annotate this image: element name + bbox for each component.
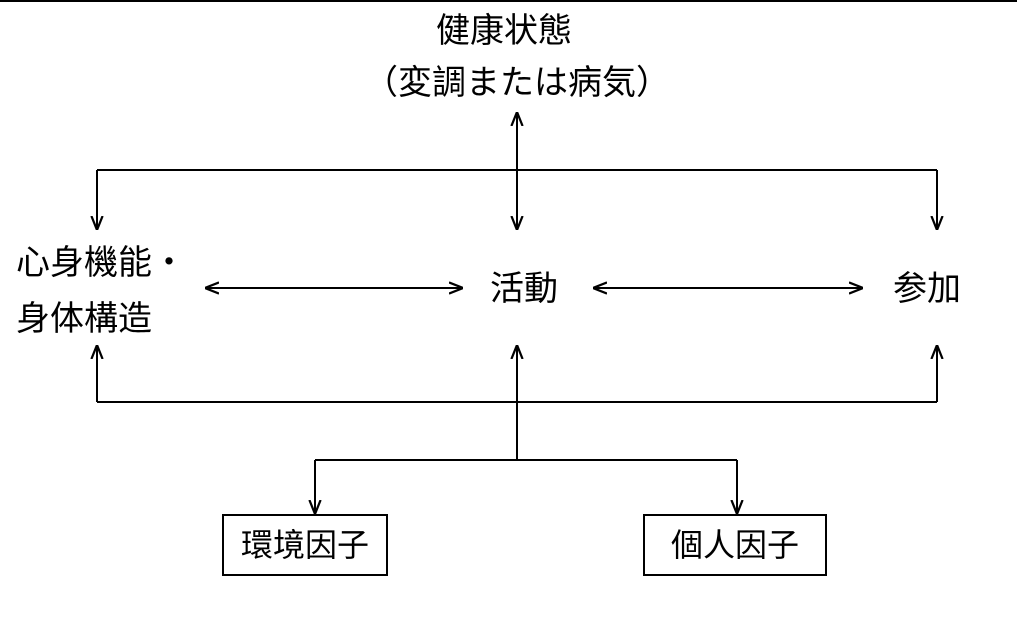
activity-label: 活動	[490, 269, 558, 309]
body-functions-label-line2: 身体構造	[16, 299, 152, 339]
environmental-factors-box: 環境因子	[222, 514, 388, 576]
health-condition-subtitle: （変調または病気）	[364, 63, 670, 103]
personal-factors-box: 個人因子	[643, 514, 827, 576]
environmental-factors-label: 環境因子	[240, 526, 369, 564]
health-condition-title: 健康状態	[436, 11, 572, 51]
body-functions-label-line1: 心身機能・	[16, 243, 186, 283]
personal-factors-label: 個人因子	[670, 526, 799, 564]
participation-label: 参加	[893, 269, 961, 309]
